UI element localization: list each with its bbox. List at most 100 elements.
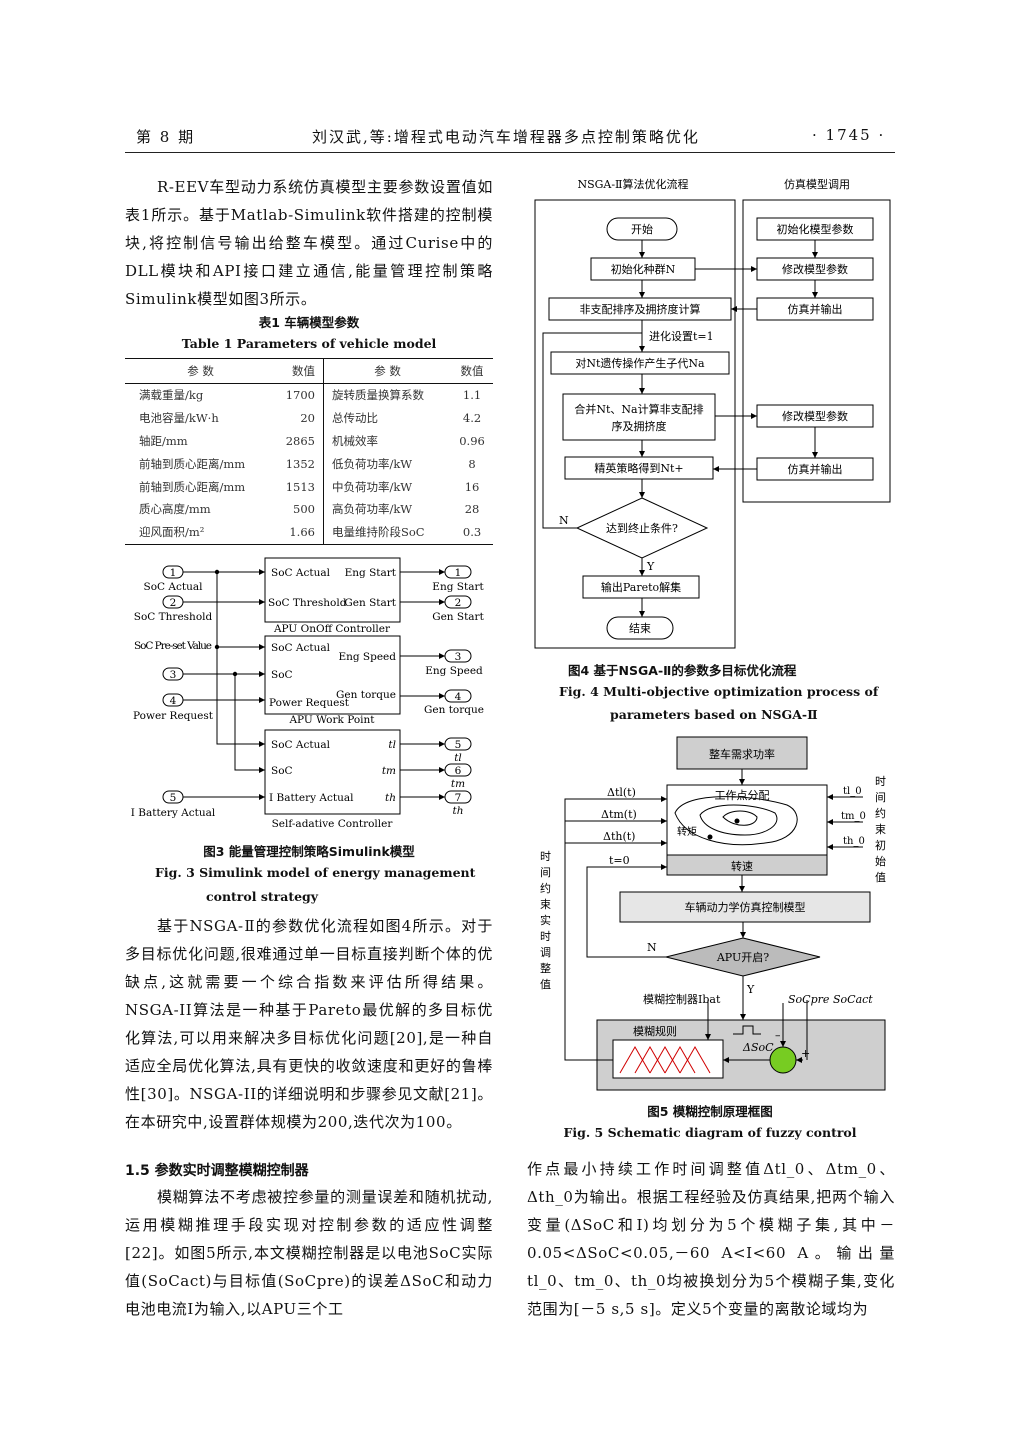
node-text: 非支配排序及拥挤度计算 [580,302,701,316]
fig5-caption-en: Fig. 5 Schematic diagram of fuzzy contro… [563,1125,857,1140]
fuzzy-control-figure: 整车需求功率 工作点分配 转矩 转速 Δtl(t) Δtm(t) Δth(t) … [540,736,886,1091]
line-label: Δtl(t) [607,786,636,799]
table-header: 数值 [276,358,324,384]
node-output [582,575,700,599]
inport-label: SoC Actual [144,581,204,593]
node-text: 序及拥挤度 [612,419,667,433]
node-text: 结束 [629,622,651,635]
block-port-label: I Battery Actual [269,792,354,804]
node-text: 工作点分配 [715,789,770,802]
block-name: Self-adative Controller [272,818,394,830]
minus-sign: – [775,1029,781,1042]
node-end [606,616,674,640]
axis-text: 转矩 [677,825,697,838]
outport-label: tl [454,752,462,764]
node-text: 达到终止条件? [606,521,678,535]
wire-soc-preset [183,673,265,771]
section-heading: 1.5 参数实时调整模糊控制器 [125,1163,309,1179]
block-port-label: Eng Speed [338,651,396,663]
junction-dot [214,644,220,650]
workpoint-map [666,784,828,856]
node-text: 仿真并输出 [788,302,843,316]
left-panel-title: NSGA-Ⅱ算法优化流程 [577,177,688,191]
apu-onoff-block [264,557,401,623]
table-cell: 1352 [276,452,324,476]
table-cell: 4.2 [462,411,482,426]
input-label: SoCpre [788,993,830,1006]
n-loop [586,866,667,958]
vertical-char: 实 [540,913,551,927]
vertical-char: 束 [875,823,886,836]
table-cell: 1.1 [462,388,482,403]
fig3-caption-en-2: control strategy [206,889,319,904]
fig3-caption-en: Fig. 3 Simulink model of energy manageme… [155,865,476,880]
table1-title-en: Table 1 Parameters of vehicle model [181,336,437,351]
rules-label: 模糊规则 [633,1024,677,1038]
node-merge [562,393,716,441]
vertical-char: 间 [540,866,551,879]
input-arrowheads [259,569,265,800]
self-adaptive-block [264,729,401,815]
node-text: 修改模型参数 [782,262,848,276]
table-cell: 电池容量/kW·h [139,411,219,426]
inport-number: 4 [170,695,177,707]
outport-number: 1 [455,567,462,579]
apu-workpoint-block [264,635,401,715]
table-cell: 满载重量/kg [139,388,204,403]
table-cell: 28 [464,502,480,517]
junction-dot [214,569,220,575]
line-label: tm_0 [841,811,866,822]
table-cell: 8 [468,456,476,471]
outport-number: 3 [455,651,462,663]
node-text: 输出Pareto解集 [601,580,681,594]
issue-number: 第 8 期 [136,128,196,146]
vertical-char: 值 [540,978,551,991]
header-rule [125,152,895,153]
node-text: 修改模型参数 [782,409,848,423]
table-cell: 1513 [276,475,324,498]
node-sim [619,891,871,923]
block-port-label: tm [382,765,396,777]
vertical-char: 时 [875,775,886,788]
table-cell: 电量维持阶段SoC [323,520,452,545]
nsga-flowchart: NSGA-Ⅱ算法优化流程 仿真模型调用 开始 初始化种群N 非支配排序及拥挤度计… [534,177,891,649]
running-title: 刘汉武,等:增程式电动汽车增程器多点控制策略优化 [312,128,700,146]
table-cell: 500 [276,497,324,521]
outport-label: Eng Speed [425,665,483,677]
table-cell: 16 [464,479,480,494]
block-port-label: th [385,792,396,804]
plus-sign: + [801,1047,810,1060]
contour [722,810,758,826]
node-text: 合并Nt、Na计算非支配排 [574,402,703,416]
membership-functions [619,1045,711,1074]
input-lines [707,1000,808,1060]
inport-label: SoC Threshold [134,611,213,623]
block-port-label: SoC Threshold [268,597,347,609]
fig4-caption-en-2: parameters based on NSGA-Ⅱ [610,707,818,722]
left-vertical-label: 时 间 约 束 实 时 调 整 值 [540,850,551,991]
node-text: 精英策略得到Nt+ [594,461,683,475]
sum-junction [769,1046,797,1074]
fig4-caption-en: Fig. 4 Multi-objective optimization proc… [559,684,879,699]
outport-number: 7 [455,792,462,804]
page-number: · 1745 · [812,126,886,144]
left-paragraph-3: 模糊算法不考虑被控参量的测量误差和随机扰动,运用模糊推理手段实现对控制参数的适应… [125,1188,493,1318]
table-cell: 1.66 [276,520,324,545]
outport-number: 2 [455,597,462,609]
node-text: 进化设置t=1 [649,329,714,343]
block-port-label: SoC Actual [271,642,331,654]
vertical-char: 值 [875,871,886,884]
right-panel-title: 仿真模型调用 [784,177,850,191]
input-label: SoCact [833,993,873,1006]
output-arrowheads [439,569,445,800]
node-text: 车辆动力学仿真控制模型 [685,900,806,914]
table-cell: 轴距/mm [139,433,188,448]
cross-edges [695,240,816,470]
node-text: 仿真并输出 [788,462,843,476]
vertical-char: 初 [875,838,886,852]
table-cell: 总传动比 [331,411,378,426]
